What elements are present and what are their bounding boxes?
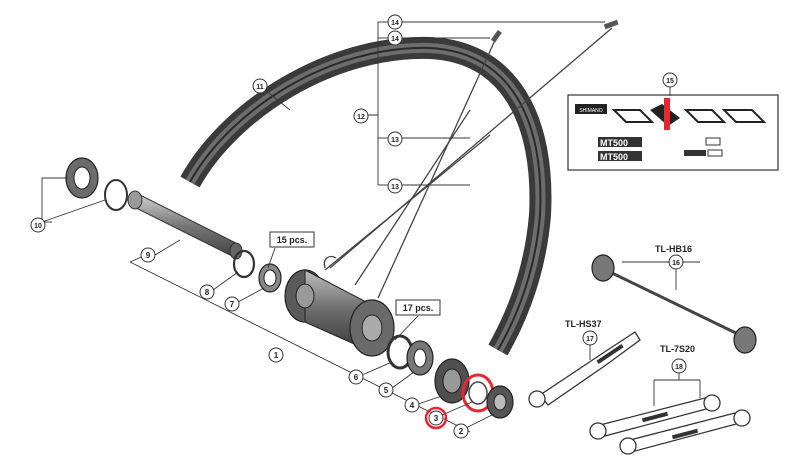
washer-8 [232,249,256,279]
tool-wrench-tl-hs37 [528,331,641,408]
callout-number: 8 [205,288,210,297]
callout-number: 11 [256,84,264,91]
callout-c4: 4 [404,397,420,413]
tool-label-tl-hb16: TL-HB16 [655,244,692,254]
callout-number: 6 [354,373,359,382]
callout-circle [387,131,403,147]
callout-number: 12 [357,114,365,121]
callout-circle [199,284,215,300]
callout-c18: 18 [671,358,687,374]
callout-circle [387,30,403,46]
decal-brand: SHIMANO [579,108,602,114]
callout-c13a: 13 [387,131,403,147]
cone-locknut [65,157,128,211]
callout-c12: 12 [353,108,369,124]
callout-c9: 9 [140,247,156,263]
callout-c16: 16 [668,254,684,270]
callout-circle [140,247,156,263]
callout-circle [671,358,687,374]
spokes [323,27,613,299]
callout-number: 13 [391,137,399,144]
callout-circle [428,410,444,426]
leader-lines [41,21,701,433]
callout-c7: 7 [224,296,240,312]
nipple-qty-box: 17 pcs. [395,299,441,316]
callout-3-highlight [424,406,448,430]
callout-number: 3 [434,414,439,423]
callout-circle [30,217,46,233]
callout-number: 17 [586,336,594,343]
callout-number: 2 [459,427,464,436]
callout-circle [582,330,598,346]
callout-circle [387,178,403,194]
callout-c8: 8 [199,284,215,300]
callout-c2: 2 [453,423,469,439]
callout-number: 15 [666,78,674,85]
callout-c14b: 14 [387,30,403,46]
callout-circle [404,397,420,413]
rim [180,36,552,356]
callout-c11: 11 [252,78,268,94]
dust-cap-4 [434,358,470,404]
nipple-qty-label: 17 pcs. [403,303,434,313]
callout-circle [353,108,369,124]
callout-circle [224,296,240,312]
callout-circle [252,78,268,94]
callout-circle [453,423,469,439]
callout-number: 13 [391,184,399,191]
spoke-qty-label: 15 pcs. [277,235,308,245]
callout-circle [668,254,684,270]
tool-cone-wrench-tl-7s20 [589,394,751,455]
callout-circle [348,369,364,385]
callout-c17: 17 [582,330,598,346]
decal-model-bottom: MT500 [600,152,628,162]
callout-circle [268,347,284,363]
callout-c5: 5 [378,382,394,398]
callout-c15: 15 [662,72,678,88]
callout-number: 18 [675,364,683,371]
decal-model-top: MT500 [600,138,628,148]
spoke-qty-box: 15 pcs. [269,231,315,248]
callout-number: 10 [34,223,42,230]
nipples [490,19,619,43]
decal-set: SHIMANO MT500 MT500 [567,94,779,171]
callout-c1: 1 [268,347,284,363]
callout-c10: 10 [30,217,46,233]
end-cap-2 [486,385,514,419]
hub-axle [127,190,243,260]
hub-body [284,269,395,357]
callout-circle [378,382,394,398]
callout-number: 16 [672,260,680,267]
callout-c13b: 13 [387,178,403,194]
callout-number: 1 [274,351,279,360]
callout-c14a: 14 [387,14,403,30]
spoke-washer-ring [258,263,282,293]
callout-number: 5 [384,386,389,395]
cone-5 [406,340,434,376]
callout-number: 9 [146,251,151,260]
tool-label-tl-7s20: TL-7S20 [660,344,695,354]
callout-number: 14 [391,36,399,43]
callout-circle [387,14,403,30]
callout-c3: 3 [428,410,444,426]
callout-number: 7 [230,300,235,309]
callout-number: 4 [410,401,415,410]
tool-hub-axle-tl-hb16 [591,254,757,354]
tool-label-tl-hs37: TL-HS37 [565,319,602,329]
callout-c6: 6 [348,369,364,385]
callout-circle [662,72,678,88]
callout-number: 14 [391,20,399,27]
